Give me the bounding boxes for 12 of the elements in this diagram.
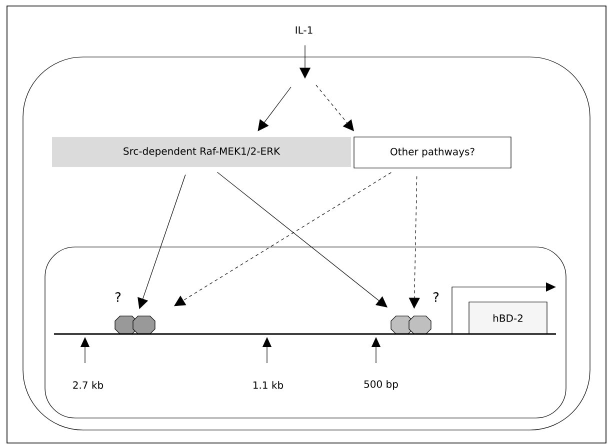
question-mark: ?	[434, 292, 439, 302]
question-mark: ?	[116, 292, 121, 302]
stimulus-label: IL-1	[296, 26, 312, 34]
position-label: 500 bp	[364, 380, 398, 390]
binding-site-drawing	[390, 316, 432, 334]
position-label: 1.1 kb	[254, 381, 284, 389]
pathway-box: Other pathways?	[354, 136, 512, 168]
position-label: 2.7 kb	[73, 381, 104, 389]
nucleus-outline	[44, 246, 566, 418]
gene-box: hBD-2	[468, 302, 548, 334]
pathway-box: Src-dependent Raf-MEK1/2-ERK	[52, 137, 351, 167]
binding-site-drawing	[114, 316, 156, 334]
